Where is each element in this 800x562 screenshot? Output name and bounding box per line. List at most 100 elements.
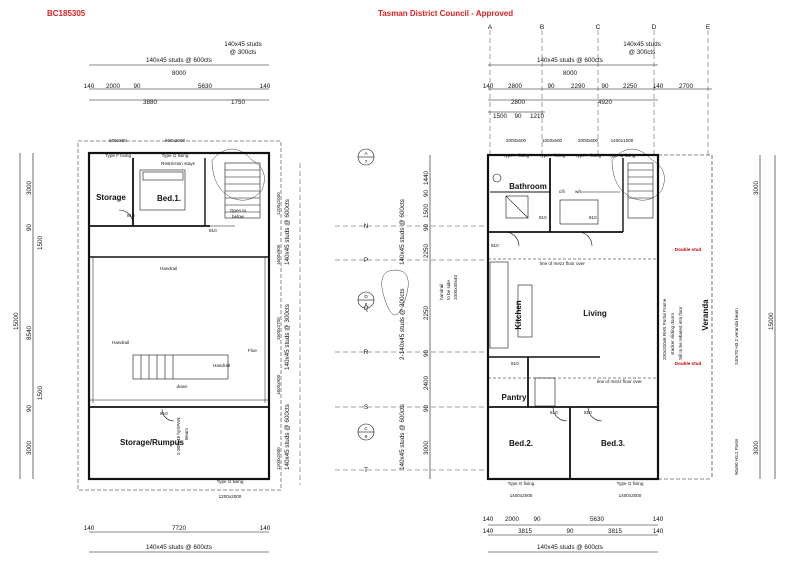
right-window-2-note: Type F fixing	[539, 153, 565, 158]
section-a-sheet: 7	[365, 159, 368, 164]
room-veranda: Veranda	[701, 299, 710, 331]
section-d-letter: D	[364, 294, 368, 299]
left-plan-outer-wall	[87, 151, 271, 481]
left-vdim-3000a: 3000	[26, 180, 33, 195]
right-vdim-90a: 90	[423, 189, 430, 197]
right-window-4-size: 1400x1000	[611, 138, 634, 143]
right-vdim-2250a: 2250	[423, 243, 430, 258]
right-window-1-size: 2000x600	[506, 138, 527, 143]
left-door-tag-2: 810	[209, 228, 217, 233]
left-overall-length: 15000	[13, 312, 20, 330]
right-window-3-note: Type F fixing	[575, 153, 601, 158]
room-ch: c/h	[559, 189, 566, 194]
grid-label-t: T	[364, 467, 368, 474]
left-door-tag-3: 810	[160, 411, 168, 416]
right-bottom2-3815b: 3815	[608, 528, 623, 535]
mezz-line-1: line of mezz floor over	[540, 261, 585, 266]
left-dim-5630: 5630	[198, 83, 213, 90]
right-window-bottom-2-note: Type G fixing	[617, 481, 644, 486]
right-dim-2700: 2700	[679, 83, 694, 90]
mezz-line-2: line of mezz floor over	[597, 379, 642, 384]
left-window-2-size: 900x2600	[165, 138, 186, 143]
left-handrail-2: Handrail	[112, 340, 129, 345]
right-window-3-size: 2000x600	[578, 138, 599, 143]
room-bed1: Bed.1.	[157, 194, 181, 203]
right-dim-140a: 140	[483, 83, 494, 90]
left-beam-note-1: 2-300x45 hySPAN	[176, 418, 181, 455]
posts-note: 90x90 H3.2 Posts	[734, 438, 739, 475]
left-below: below	[232, 214, 245, 219]
right-dim-90a: 90	[547, 83, 555, 90]
right-rdim-15000: 15000	[768, 312, 775, 330]
left-bottom-7720: 7720	[172, 525, 187, 532]
right-dim-2290: 2290	[571, 83, 586, 90]
left-vdim-90b: 90	[26, 404, 33, 412]
approval-stamp: Tasman District Council - Approved	[378, 9, 514, 18]
right-dim-2800b: 2800	[511, 99, 526, 106]
left-dim-2000: 2000	[106, 83, 121, 90]
right-window-2-size: 1000x600	[542, 138, 563, 143]
room-bathroom: Bathroom	[509, 182, 547, 191]
left-dim-140b: 140	[260, 83, 271, 90]
right-dim-90c: 90	[514, 113, 522, 120]
right-bottom2-140a: 140	[483, 528, 494, 535]
section-c-sheet: 9	[365, 434, 368, 439]
double-stud-note-1: Double stud	[675, 247, 702, 252]
left-overall-width: 8000	[172, 70, 187, 77]
grid-label-q: Q	[363, 305, 368, 312]
frame-note-1: 200x200x6 RHS Portal Frame	[662, 298, 667, 360]
left-window-1-size: 600x800	[109, 138, 127, 143]
left-handrail-1: Handrail	[160, 266, 177, 271]
right-overall-width: 8000	[563, 70, 578, 77]
left-dim-1750: 1750	[231, 99, 246, 106]
right-vdim-1440: 1440	[423, 170, 430, 185]
grid-label-e: E	[706, 24, 711, 31]
left-beam-note-2: Beam	[184, 428, 189, 440]
right-vdim-1500: 1500	[423, 203, 430, 218]
room-storage-rumpus: Storage/Rumpus	[120, 438, 185, 447]
left-vdim-1500a: 1500	[37, 235, 44, 250]
right-door-tag-2: 810	[589, 215, 597, 220]
double-stud-note-2: Double stud	[675, 361, 702, 366]
right-bottom2-3815a: 3815	[518, 528, 533, 535]
room-wr: w/r	[575, 189, 582, 194]
left-stud-note-1: 140x45 studs	[224, 41, 261, 48]
right-bottom2-140b: 140	[653, 528, 664, 535]
left-plan-text: 140x45 studs @ 300cts 140x45 studs @ 600…	[13, 41, 291, 551]
right-plan-text: 140x45 studs @ 300cts 140x45 studs @ 600…	[399, 41, 775, 551]
right-rdim-3000a: 3000	[753, 180, 760, 195]
right-dim-4920: 4920	[598, 99, 613, 106]
left-vdim-1500b: 1500	[37, 385, 44, 400]
left-side-studs-2: 140x45 studs @ 300cts	[284, 304, 291, 370]
room-bed3: Bed.3.	[601, 439, 625, 448]
right-door-tag-4: 810	[511, 361, 519, 366]
right-stud-note-1: 140x45 studs	[623, 41, 660, 48]
room-storage: Storage	[96, 193, 126, 202]
left-opening-2: 1600x900	[276, 244, 281, 265]
right-plan-outer-wall	[486, 153, 660, 481]
grid-label-n: N	[364, 223, 369, 230]
right-vdim-2400: 2400	[423, 375, 430, 390]
right-dim-2800: 2800	[508, 83, 523, 90]
room-kitchen: Kitchen	[514, 300, 523, 329]
right-dim-1210: 1210	[530, 113, 545, 120]
right-dim-1500: 1500	[493, 113, 508, 120]
grid-label-b: B	[540, 24, 544, 31]
section-markers: A 7 D 8 C 9	[364, 151, 368, 439]
right-window-1-note: Type F fixing	[503, 153, 529, 158]
right-vdim-3000: 3000	[423, 440, 430, 455]
right-door-tag-5: 810	[550, 410, 558, 415]
right-vdim-2250b: 2250	[423, 305, 430, 320]
frame-note-3: Sill to be rebated into floor	[678, 306, 683, 360]
right-bottom-140b: 140	[653, 516, 664, 523]
right-dim-140b: 140	[653, 83, 664, 90]
left-down-label: down	[177, 384, 188, 389]
left-handrail-3: Handrail	[213, 363, 230, 368]
right-bottom-2000: 2000	[505, 516, 520, 523]
right-door-tag-3: 810	[491, 243, 499, 248]
left-stud-note-2: @ 300cts	[230, 49, 257, 56]
grid-label-s: S	[364, 404, 369, 411]
left-window-bottom-note: Type G fixing	[217, 479, 244, 484]
left-opening-4: 1600x900	[276, 374, 281, 395]
